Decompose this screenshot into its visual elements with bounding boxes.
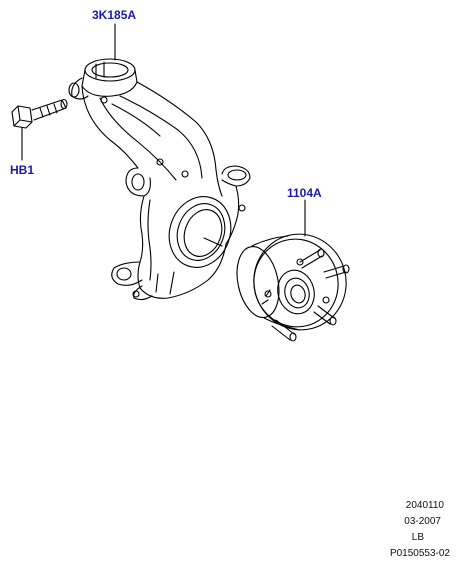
footer-line-2: 03-2007 [404,516,441,527]
wheel-hub [236,233,350,342]
footer-line-3: LB [411,532,424,543]
leader-lines [21,23,306,237]
flange-bolt [11,98,68,129]
footer-line-4: P0150553-02 [389,548,450,559]
callout-knuckle: 3K185A [92,8,137,22]
steering-knuckle [68,58,251,301]
callout-bolt: HB1 [10,163,35,177]
callout-hub: 1104A [287,186,322,200]
footer-line-1: 2040110 [405,500,444,511]
